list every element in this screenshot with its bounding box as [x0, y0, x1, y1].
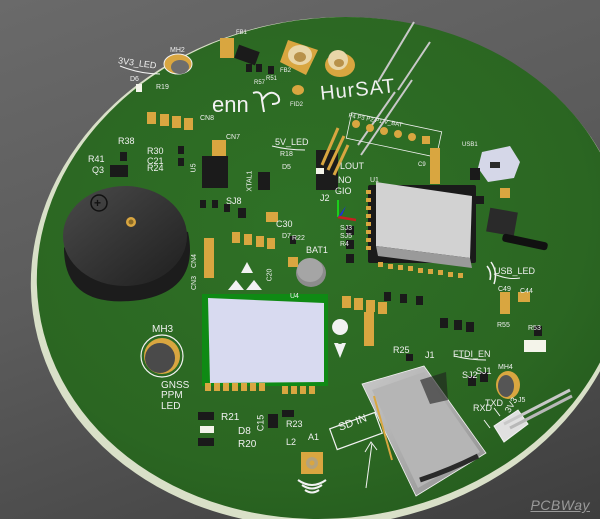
designator-mh4: MH4 [498, 364, 513, 371]
gnss-module-u4 [202, 294, 328, 394]
designator-cn7: CN7 [226, 134, 241, 141]
chip-u2 [486, 207, 518, 237]
designator-r55: R55 [497, 322, 510, 329]
battery-bat1 [296, 258, 326, 287]
designator-r51: R51 [266, 76, 278, 82]
designator-r22: R22 [292, 235, 305, 242]
pcbway-watermark: PCBWay [530, 497, 590, 513]
wifi-icon [486, 261, 497, 285]
header-pins-wires [357, 21, 431, 156]
designator-u4: U4 [290, 293, 299, 300]
designator-usb1: USB1 [462, 142, 478, 148]
ufl-connector-a1 [297, 452, 327, 494]
label-gio: GIO [335, 186, 352, 196]
designator-c49: C49 [498, 286, 511, 293]
location-pin-icon [332, 319, 349, 358]
designator-u1: U1 [370, 177, 379, 184]
designator-l2: L2 [286, 437, 297, 447]
esd-warning-icon [228, 262, 262, 290]
fiducial [292, 85, 304, 95]
designator-d7: D7 [282, 233, 291, 240]
designator-r38: R38 [118, 136, 135, 146]
label-txd: TXD [485, 398, 503, 408]
axis-gizmo [337, 200, 357, 222]
pin-pad-row [345, 112, 443, 158]
pin-header-j5 [493, 388, 573, 443]
designator-fb2: FB2 [280, 68, 292, 74]
designator-r4: R4 [340, 241, 349, 248]
label-lout: LOUT [340, 161, 365, 171]
designator-a1: A1 [308, 432, 320, 442]
crystal-xtal1 [258, 172, 270, 190]
designator-sj2: SJ2 [462, 370, 478, 380]
label-usb-led: USB_LED [494, 266, 536, 276]
designator-r41: R41 [88, 154, 105, 164]
designator-d5: D5 [282, 164, 291, 171]
designator-r19: R19 [156, 84, 169, 91]
designator-cn8: CN8 [200, 115, 215, 122]
wireless-module-u1 [366, 182, 476, 278]
designator-fid2: FID2 [290, 102, 304, 108]
designator-r20: R20 [238, 439, 257, 450]
designator-r24: R24 [147, 163, 164, 173]
label-led: LED [161, 401, 181, 412]
designator-d6: D6 [130, 76, 139, 83]
chip-u5 [202, 156, 228, 188]
designator-bat1: BAT1 [306, 245, 328, 255]
designator-sj1: SJ1 [476, 366, 492, 376]
label-gnss: GNSS [161, 380, 190, 391]
designator-r53: R53 [528, 325, 541, 332]
designator-c9: C9 [418, 162, 426, 168]
chip-top [234, 44, 260, 66]
sd-card-holder-j1 [361, 365, 487, 497]
label-5v-led: 5V_LED [275, 137, 309, 147]
designator-sj3: SJ3 [340, 225, 353, 232]
mounting-hole-mh4 [496, 371, 520, 399]
mounting-hole-mh2 [163, 53, 193, 75]
designator-u5: U5 [190, 163, 198, 173]
pcb-board [36, 17, 600, 519]
designator-sj5: SJ5 [340, 233, 353, 240]
enn-logo: enn [212, 92, 249, 117]
designator-mh3: MH3 [152, 324, 174, 335]
designator-r25: R25 [393, 345, 410, 355]
antenna-connector-1 [280, 40, 318, 75]
designator-d8: D8 [238, 426, 251, 437]
designator-mh2: MH2 [170, 47, 185, 54]
label-rxd: RXD [473, 403, 493, 413]
sd-in-marking [328, 411, 384, 489]
designator-sj8: SJ8 [226, 196, 242, 206]
designator-fb1: FB1 [236, 30, 248, 36]
designator-r23: R23 [286, 419, 303, 429]
designator-j2: J2 [320, 193, 330, 203]
designator-c44: C44 [520, 288, 533, 295]
designator-j1: J1 [425, 350, 435, 360]
designator-xtal1: XTAL1 [246, 170, 254, 192]
buzzer: + [63, 186, 190, 302]
designator-c20: C20 [266, 268, 274, 282]
label-ftdi-en: FTDI_EN [453, 349, 491, 359]
designator-q3: Q3 [92, 165, 105, 175]
mounting-hole-mh3 [140, 334, 184, 378]
pin-header-black [502, 233, 548, 251]
designator-cn3: CN3 [191, 275, 199, 291]
designator-cn4: CN4 [191, 253, 199, 269]
designator-r18: R18 [280, 151, 293, 158]
pin-header-j2 [316, 127, 350, 190]
designator-r57: R57 [254, 80, 266, 86]
designator-c15: C15 [255, 414, 266, 432]
antenna-connector-2 [325, 50, 355, 77]
usb-connector [478, 146, 520, 182]
designator-c21: C21 [147, 156, 164, 166]
designator-c30: C30 [276, 219, 293, 229]
designator-r30: R30 [147, 146, 164, 156]
designator-j5: J5 [518, 397, 526, 404]
label-no: NO [338, 175, 352, 185]
designator-r21: R21 [221, 412, 240, 423]
svg-text:+: + [94, 196, 101, 210]
label-ppm: PPM [161, 390, 183, 401]
